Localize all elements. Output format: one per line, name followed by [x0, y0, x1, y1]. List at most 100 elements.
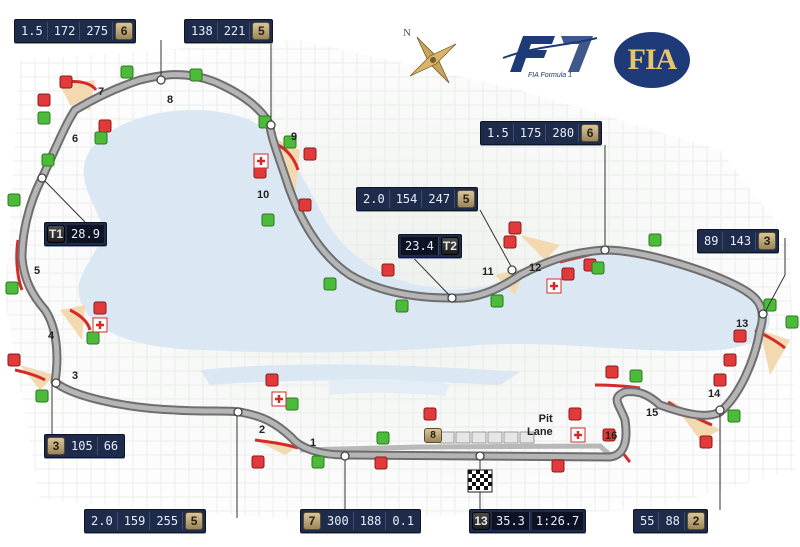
pit-entry-badge: 8 [424, 428, 442, 443]
corner-stats-turn-2: 2.0 159 255 5 [84, 509, 207, 533]
corner-stats-turn-12: 1.5 175 280 6 [480, 121, 603, 145]
marshal-post-green [591, 261, 605, 275]
turn-number-1: 1 [310, 437, 317, 449]
sector-badge: T1 [47, 225, 66, 243]
split-time-2: 23.4 T2 [398, 234, 462, 258]
fia-logo: FIA [614, 32, 690, 88]
marshal-post-red [93, 301, 107, 315]
stat-b: 188 [356, 512, 387, 530]
turn-number-7: 7 [98, 86, 105, 98]
gear-badge: 6 [581, 124, 600, 142]
gear-badge: 5 [457, 190, 476, 208]
marshal-post-red [699, 435, 713, 449]
gear-badge: 5 [252, 22, 271, 40]
medical-post-icons [92, 153, 586, 443]
turn-number-13: 13 [736, 318, 749, 330]
marshal-post-green [727, 409, 741, 423]
marshal-post-red [733, 329, 747, 343]
stat-a: 105 [67, 437, 98, 455]
pit-lane-label-line1: Pit [538, 413, 553, 425]
marshal-post-red [713, 373, 727, 387]
pit-lane-label: Pit Lane [527, 413, 553, 439]
stat-c: 275 [82, 22, 114, 40]
turn-number-8: 8 [167, 94, 174, 106]
marshal-post-red [561, 267, 575, 281]
gear-badge: 3 [47, 437, 65, 455]
marshal-post-green [629, 369, 643, 383]
stat-a: 300 [323, 512, 354, 530]
marshal-post-red [381, 263, 395, 277]
gear-badge: 6 [115, 22, 134, 40]
gear-badge: 13 [472, 512, 490, 530]
marshal-post-green [86, 331, 100, 345]
stat-b: 175 [516, 124, 547, 142]
turn-number-6: 6 [72, 133, 79, 145]
marshal-post-red [37, 93, 51, 107]
corner-stats-turn-11: 2.0 154 247 5 [356, 187, 479, 211]
stat-a: 2.0 [87, 512, 118, 530]
turn-number-10: 10 [257, 189, 270, 201]
split-time-value: 28.9 [67, 225, 104, 243]
marshal-post-green [189, 68, 203, 82]
marshal-post-red [7, 353, 21, 367]
marshal-post-red [298, 198, 312, 212]
stat-a: 55 [636, 512, 660, 530]
marshal-post-red [59, 75, 73, 89]
f1-logo-caption: FIA Formula 1 [527, 72, 573, 79]
marshal-post-green [490, 294, 504, 308]
stat-b: 143 [725, 232, 757, 250]
split-time-value: 23.4 [401, 237, 439, 255]
stat-b: 159 [120, 512, 151, 530]
turn-number-16: 16 [605, 430, 618, 442]
stat-a: 1.5 [17, 22, 48, 40]
marshal-posts [5, 65, 799, 473]
marshal-post-red [723, 353, 737, 367]
split-time-1: T1 28.9 [44, 222, 107, 246]
stat-c: 247 [424, 190, 456, 208]
lap-time: 1:26.7 [531, 512, 584, 530]
corner-stats-turn-9: 138 221 5 [184, 19, 274, 43]
turn-number-3: 3 [72, 370, 79, 382]
stat-a: 2.0 [359, 190, 390, 208]
chequered-flag-icon [467, 469, 493, 493]
marshal-post-red [503, 235, 517, 249]
marshal-post-red [98, 119, 112, 133]
turn-number-12: 12 [529, 262, 542, 274]
marshal-post-green [323, 277, 337, 291]
stat-c: 0.1 [392, 514, 415, 528]
marshal-post-red [508, 221, 522, 235]
marshal-post-green [7, 193, 21, 207]
corner-nodes [37, 75, 768, 461]
gear-badge: 7 [303, 512, 321, 530]
f1-logo-icon [502, 36, 598, 72]
marshal-post-green [395, 299, 409, 313]
stat-a: 138 [187, 22, 218, 40]
marshal-post-green [5, 281, 19, 295]
gear-badge: 2 [686, 512, 705, 530]
pit-garages [439, 431, 535, 444]
corner-stats-turn-1: 7 300 188 0.1 [300, 509, 422, 533]
marshal-post-red [251, 455, 265, 469]
turn-number-15: 15 [646, 407, 659, 419]
marshal-post-green [120, 65, 134, 79]
marshal-post-red [374, 456, 388, 470]
marshal-post-red [551, 459, 565, 473]
marshal-post-red [568, 407, 582, 421]
marshal-post-red [423, 407, 437, 421]
sector-badge: T2 [440, 237, 459, 255]
marshal-post-green [41, 153, 55, 167]
leader-lines [41, 40, 786, 518]
turn-number-14: 14 [708, 388, 721, 400]
marshal-post-green [94, 131, 108, 145]
marshal-post-red [265, 373, 279, 387]
marshal-post-red [605, 365, 619, 379]
marshal-post-green [37, 111, 51, 125]
compass-icon: N [403, 27, 457, 84]
turn-number-2: 2 [259, 424, 266, 436]
turn-number-11: 11 [482, 266, 494, 278]
marshal-post-red [303, 147, 317, 161]
turn-number-5: 5 [34, 265, 41, 277]
stat-a: 1.5 [483, 124, 514, 142]
